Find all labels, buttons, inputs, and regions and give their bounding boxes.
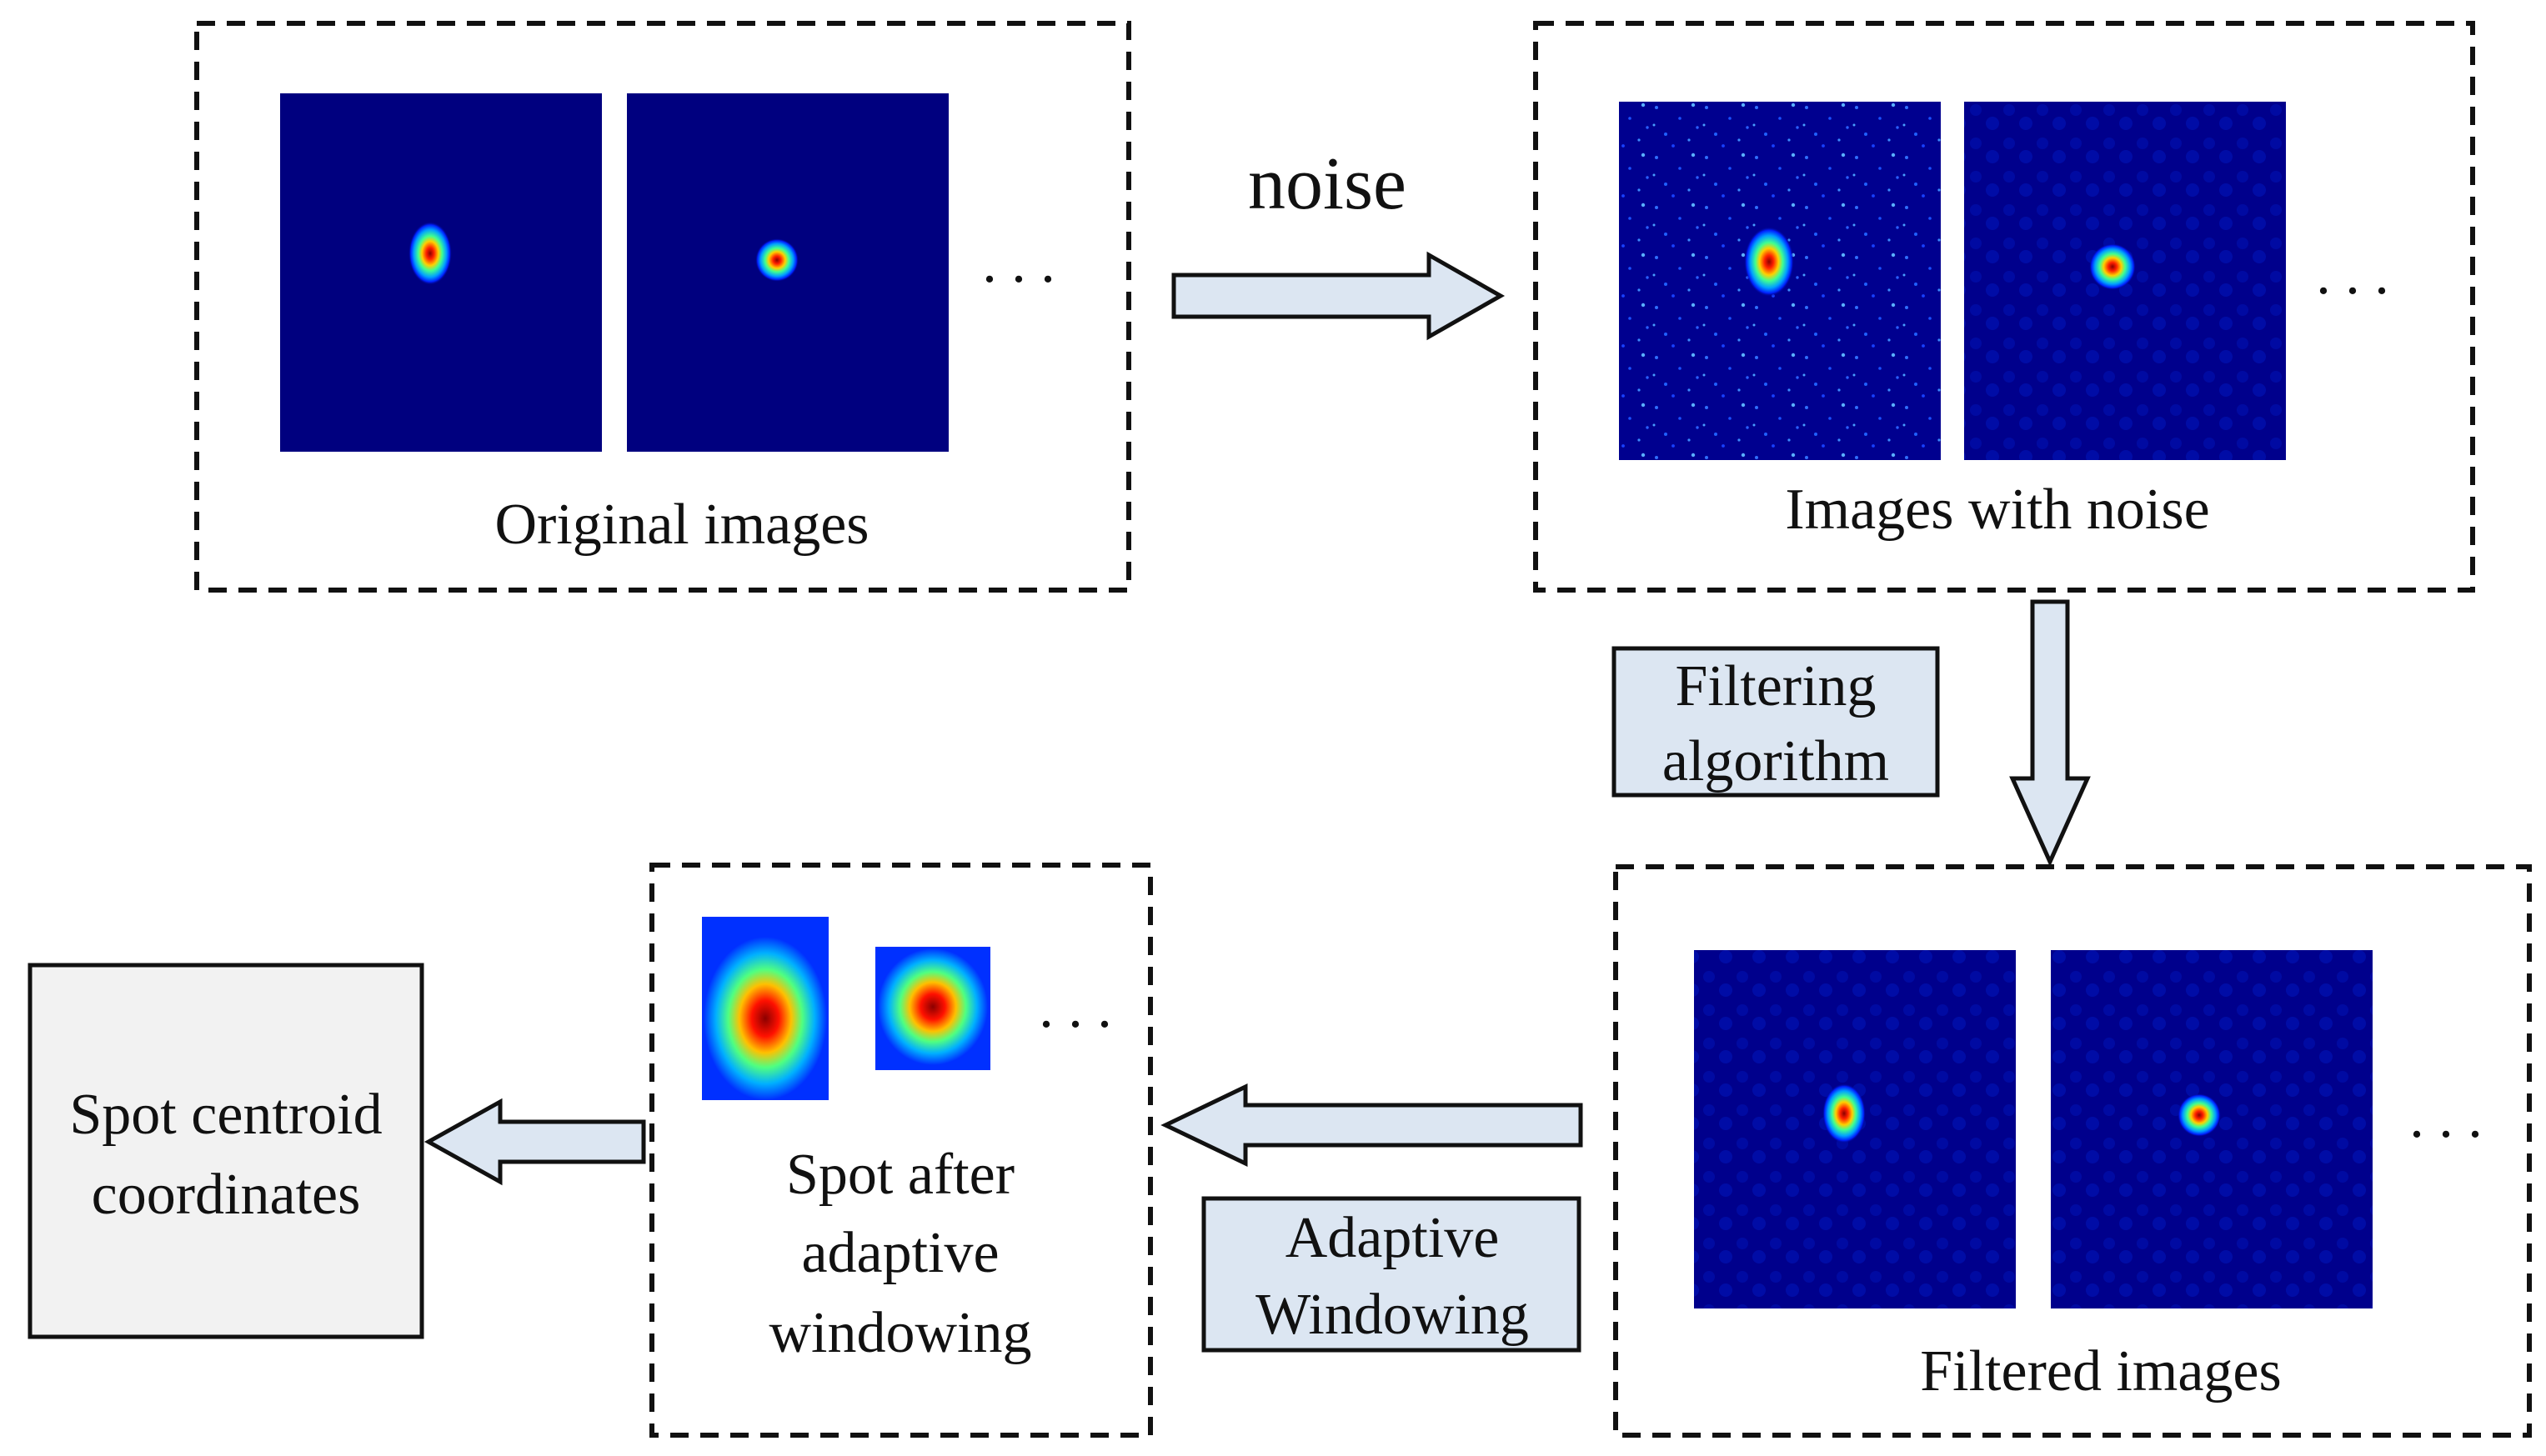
filtered-images-border bbox=[1613, 864, 2532, 1438]
filtered-spot-1 bbox=[1822, 1083, 1866, 1143]
adaptive-left-arrow bbox=[1160, 1083, 1583, 1167]
centroid-output: Spot centroid coordinates bbox=[28, 963, 424, 1339]
filtering-label-box bbox=[1611, 646, 1940, 798]
original-spot-2 bbox=[755, 238, 799, 282]
noisy-spot-2 bbox=[2089, 243, 2136, 290]
noisy-images-label: Images with noise bbox=[1785, 478, 2209, 542]
original-spot-1 bbox=[408, 222, 452, 285]
noisy-images-border bbox=[1533, 21, 2475, 593]
noise-arrow-group: noise bbox=[1171, 143, 1506, 341]
filtered-images-label: Filtered images bbox=[1920, 1339, 2282, 1403]
filtered-ellipsis: . . . bbox=[2409, 1086, 2483, 1150]
centroid-box bbox=[28, 963, 424, 1339]
windowed-label-line2: adaptive bbox=[801, 1221, 999, 1285]
noisy-ellipsis: . . . bbox=[2316, 243, 2389, 307]
original-images-label: Original images bbox=[494, 493, 869, 557]
adaptive-label-box bbox=[1201, 1196, 1581, 1353]
noisy-spot-1 bbox=[1744, 227, 1794, 297]
noise-label: noise bbox=[1248, 143, 1406, 225]
windowed-spot-1-core bbox=[704, 937, 827, 1100]
windowed-label-line1: Spot after bbox=[786, 1143, 1015, 1207]
centroid-left-arrow bbox=[423, 1098, 646, 1186]
noisy-images-group: . . . Images with noise bbox=[1533, 21, 2475, 593]
adaptive-label-line2: Windowing bbox=[1255, 1283, 1529, 1347]
windowed-spots-group: . . . Spot after adaptive windowing bbox=[649, 863, 1153, 1438]
original-ellipsis: . . . bbox=[982, 231, 1055, 295]
filtering-down-arrow bbox=[2009, 599, 2091, 868]
noise-right-arrow bbox=[1171, 251, 1506, 341]
filtered-spot-2 bbox=[2178, 1093, 2221, 1137]
filtering-label-line2: algorithm bbox=[1662, 729, 1889, 793]
adaptive-label-line1: Adaptive bbox=[1286, 1206, 1500, 1270]
windowed-label-line3: windowing bbox=[769, 1301, 1032, 1365]
centroid-label-line1: Spot centroid bbox=[69, 1083, 382, 1147]
filtering-label-line1: Filtering bbox=[1675, 654, 1876, 718]
centroid-label-line2: coordinates bbox=[92, 1163, 361, 1227]
windowed-spots-border bbox=[649, 863, 1153, 1438]
filtered-images-group: . . . Filtered images bbox=[1613, 864, 2532, 1438]
adaptive-step: Adaptive Windowing bbox=[1160, 1083, 1583, 1353]
filtering-step: Filtering algorithm bbox=[1611, 599, 2091, 868]
original-images-border bbox=[194, 21, 1131, 593]
windowed-spot-2-core bbox=[878, 948, 988, 1065]
original-images-group: . . . Original images bbox=[194, 21, 1131, 593]
windowed-ellipsis: . . . bbox=[1039, 976, 1112, 1040]
